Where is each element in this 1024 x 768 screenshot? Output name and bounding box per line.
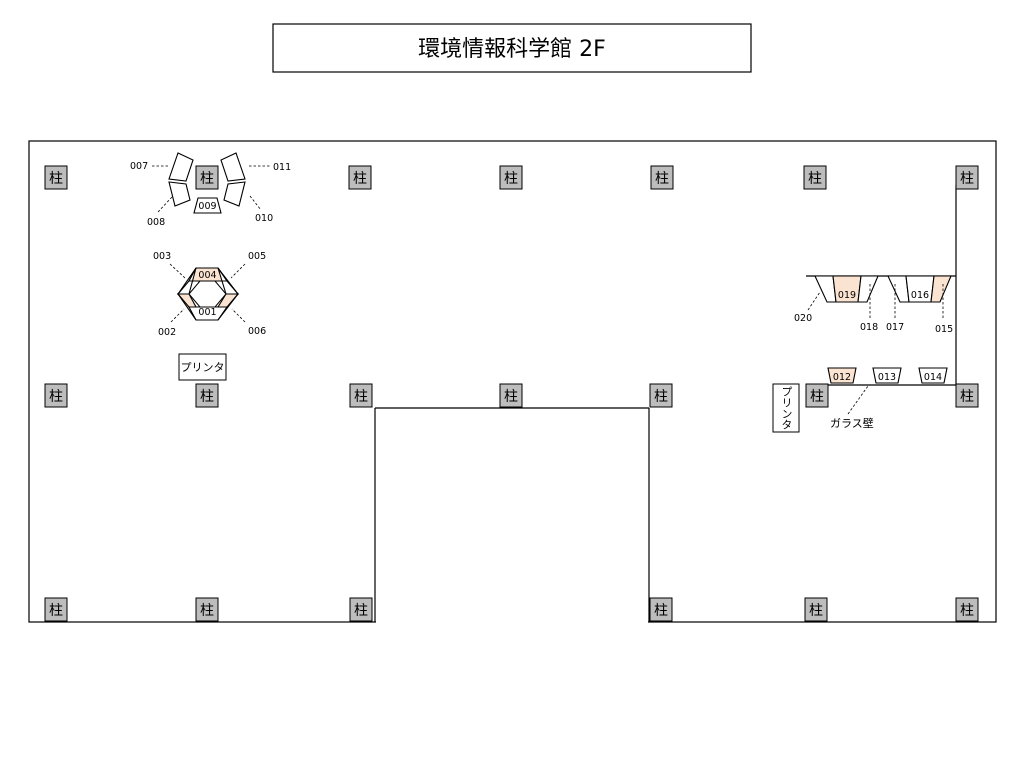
pillar: 柱 — [650, 165, 674, 190]
pillar-label: 柱 — [960, 389, 974, 405]
pillar-label: 柱 — [810, 389, 824, 405]
pillar: 柱 — [349, 383, 373, 408]
pillar-label: 柱 — [49, 603, 63, 619]
pillar: 柱 — [955, 383, 979, 408]
pillars: 柱 柱 柱 柱 柱 柱 柱 柱 柱 柱 柱 柱 柱 柱 柱 柱 柱 柱 柱 柱 — [44, 165, 979, 622]
pillar-label: 柱 — [200, 171, 214, 187]
pillar-label: 柱 — [808, 171, 822, 187]
seat-005-label: 005 — [248, 251, 266, 262]
seat-001-label: 001 — [198, 307, 216, 318]
pillar: 柱 — [44, 383, 68, 408]
seat-015-label: 015 — [935, 324, 953, 335]
printer-left-label: プリンタ — [181, 361, 225, 374]
pillar-label: 柱 — [49, 389, 63, 405]
seat-012-label: 012 — [833, 372, 851, 383]
seat-008-label: 008 — [147, 217, 165, 228]
pillar-label: 柱 — [960, 603, 974, 619]
seat-010-label: 010 — [255, 213, 273, 224]
seat-013[interactable] — [872, 367, 902, 384]
pillar-label: 柱 — [960, 171, 974, 187]
pillar: 柱 — [805, 383, 829, 408]
seat-009-label: 009 — [198, 201, 216, 212]
pillar-label: 柱 — [354, 389, 368, 405]
seat-017[interactable] — [887, 275, 910, 303]
seat-012[interactable] — [827, 367, 857, 384]
pillar-label: 柱 — [654, 389, 668, 405]
printer-right: プリンタ — [772, 383, 800, 433]
page-title: 環境情報科学館 2F — [418, 37, 606, 62]
seat-017-label: 017 — [886, 322, 904, 333]
pillar: 柱 — [44, 165, 68, 190]
pillar: 柱 — [649, 383, 673, 408]
pillar-label: 柱 — [504, 389, 518, 405]
seat-010[interactable] — [223, 181, 246, 207]
printer-left: プリンタ — [178, 353, 227, 381]
seat-018[interactable] — [857, 275, 879, 303]
seat-020-label: 020 — [794, 313, 812, 324]
pillar-label: 柱 — [354, 603, 368, 619]
seat-014-label: 014 — [924, 372, 942, 383]
pillar-label: 柱 — [353, 171, 367, 187]
seat-019-label: 019 — [838, 290, 856, 301]
pillar: 柱 — [499, 165, 523, 190]
seat-cluster-top-left: 009 007 008 011 010 — [130, 152, 291, 228]
courtyard-cover — [376, 617, 648, 627]
pillar: 柱 — [44, 597, 68, 622]
seat-006-label: 006 — [248, 326, 266, 337]
seat-018-label: 018 — [860, 322, 878, 333]
seat-013-label: 013 — [878, 372, 896, 383]
seat-011-label: 011 — [273, 162, 291, 173]
seat-009[interactable] — [193, 197, 222, 214]
pillar: 柱 — [649, 597, 673, 622]
seat-011[interactable] — [220, 152, 246, 182]
pillar-label: 柱 — [49, 171, 63, 187]
pillar: 柱 — [955, 165, 979, 190]
seat-cluster-right-upper: 019 016 020 018 017 015 — [794, 275, 953, 335]
seat-015[interactable] — [930, 275, 952, 303]
seat-row-right-lower: 012 013 014 — [827, 367, 948, 384]
pillar: 柱 — [803, 165, 827, 190]
seat-004-label: 004 — [198, 270, 216, 281]
seat-003-label: 003 — [153, 251, 171, 262]
pillar: 柱 — [499, 383, 523, 408]
seat-cluster-hexagon: 004 001 003 005 002 006 — [153, 251, 266, 338]
pillar-label: 柱 — [200, 389, 214, 405]
seat-016-label: 016 — [911, 290, 929, 301]
printer-right-label: プリンタ — [780, 386, 793, 430]
pillar: 柱 — [195, 165, 219, 190]
pillar: 柱 — [349, 597, 373, 622]
pillar-label: 柱 — [504, 171, 518, 187]
pillar-label: 柱 — [654, 603, 668, 619]
pillar: 柱 — [804, 597, 828, 622]
pillar-label: 柱 — [809, 603, 823, 619]
pillar: 柱 — [955, 597, 979, 622]
seat-007[interactable] — [168, 152, 194, 182]
glass-wall-label: ガラス壁 — [830, 416, 874, 430]
pillar-label: 柱 — [655, 171, 669, 187]
seat-002-label: 002 — [158, 327, 176, 338]
seat-014[interactable] — [918, 367, 948, 384]
pillar: 柱 — [195, 597, 219, 622]
seat-020[interactable] — [814, 275, 837, 303]
pillar: 柱 — [348, 165, 372, 190]
pillar: 柱 — [195, 383, 219, 408]
seat-007-label: 007 — [130, 161, 148, 172]
title-box: 環境情報科学館 2F — [272, 23, 752, 73]
pillar-label: 柱 — [200, 603, 214, 619]
seat-008[interactable] — [168, 181, 191, 207]
glass-wall-annotation: ガラス壁 — [830, 385, 874, 430]
